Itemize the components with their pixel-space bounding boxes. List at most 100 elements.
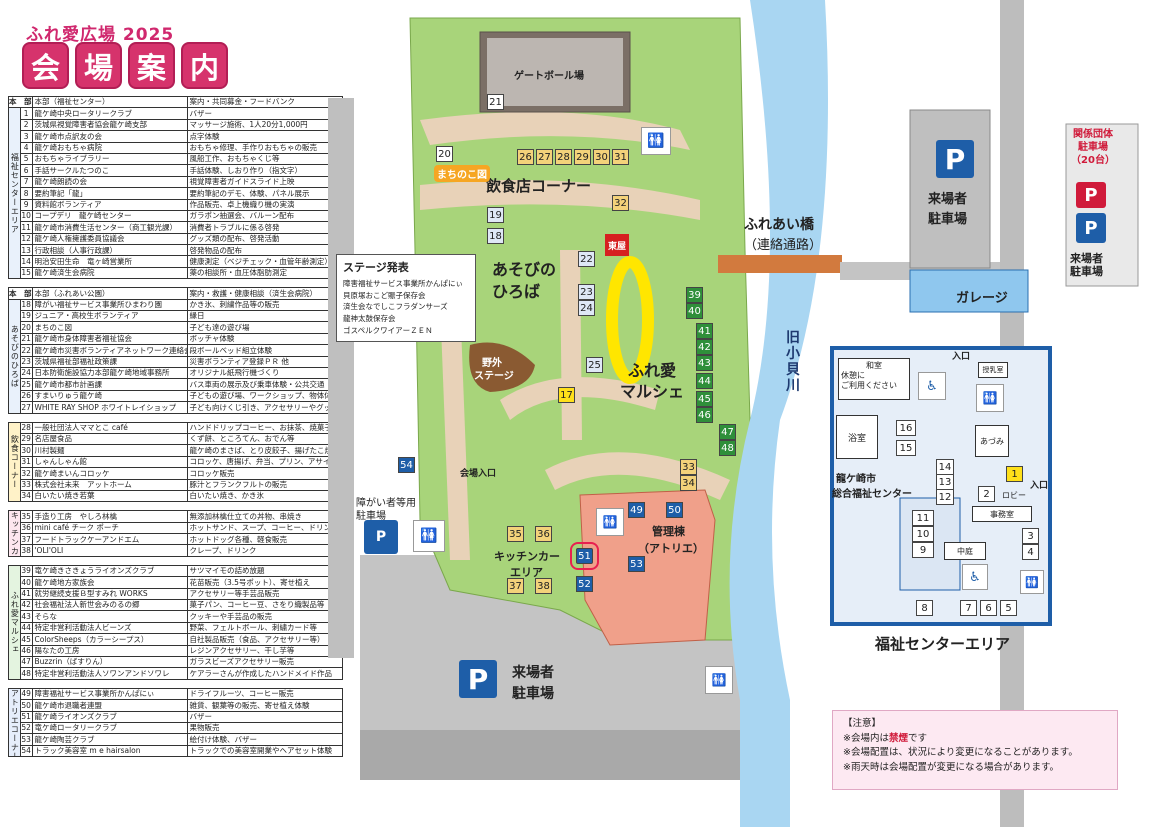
booth-description: オリジナル紙飛行機づくり [186,366,343,380]
courtyard-label: 中庭 [944,542,986,560]
booth-number: 52 [19,721,33,735]
booth-number: 9 [19,198,33,211]
booth-organization: 'OLI'OLI [31,544,188,557]
booth-organization: 手話サークルたつのこ [31,164,188,177]
bridge-sub-label: （連絡通路） [744,238,823,253]
booth-description: ホットサンド、スープ、コーヒー、ドリンク等 [186,521,343,535]
fair-title: ふれ愛広場 2025 [26,25,175,45]
booth-number: 12 [19,232,33,246]
booth-organization: 資料館ボランティア [31,198,188,211]
title-char: 場 [75,42,122,89]
area-label: ふれ愛マルシェ [8,564,21,680]
bath-room: 浴室 [836,415,878,459]
booth-organization: フードトラックケーアンドエム [31,533,188,546]
booth-number: 4 [19,141,33,154]
booth-description: 視覚障害者ガイドスライド上映 [186,175,343,189]
booth-description: 段ボールベッド組立体験 [186,344,343,357]
booth-description: 薬の相談所・血圧体脂肪測定 [186,266,343,280]
table-gap [9,279,343,288]
welfare-area-label: 福祉センターエリア [875,635,1011,653]
parking-icon: P [459,660,497,698]
booth-description: ホットドッグ各種、軽食販売 [186,533,343,546]
azumaya-label: 東屋 [605,234,629,256]
venue-map [328,0,1139,827]
river-char: 小 [786,346,800,363]
parking-icon: P [936,140,974,178]
booth-17: 17 [558,387,575,403]
notice-line: ※会場配置は、状況により変更になることがあります。 [843,747,1078,759]
wheelchair-icon: ♿ [918,372,946,400]
booth-32: 32 [612,195,629,211]
booth-39: 39 [686,287,703,303]
stage-program-item: ゴスペルクワイアーＺＥＮ [343,325,433,335]
booth-3: 3 [1022,528,1039,544]
booth-44: 44 [696,373,713,389]
stage-program-item: 済生会なでしこフラダンサーズ [343,302,448,312]
booth-organization: すまいりゅう龍ケ崎 [31,389,188,403]
booth-description: クッキーや手芸品の販売 [186,610,343,623]
walk-path [420,112,690,150]
bridge [718,255,842,273]
booth-number: 18 [19,298,33,312]
booth-organization: 明治安田生命 竜ヶ崎営業所 [31,255,188,268]
booth-organization: 龍ケ崎ライオンズクラブ [31,710,188,723]
garage [909,269,1029,313]
booth-47: 47 [719,424,736,440]
booth-20: 20 [436,146,453,162]
booth-description: 無添加林檎仕立ての丼物、串焼き [186,510,343,523]
outdoor-stage-label-2: ステージ [474,371,514,382]
booth-42: 42 [696,339,713,355]
booth-number: 35 [19,510,33,523]
booth-organization: 名店屋食品 [31,432,188,446]
booth-15: 15 [896,440,916,456]
booth-51: 51 [570,542,599,570]
accessible-parking-icon: P [364,520,398,554]
booth-number: 15 [19,266,33,280]
booth-number: 51 [19,710,33,723]
booth-number: 49 [19,687,33,701]
booth-2: 2 [978,486,995,502]
accessible-parking-label-1: 障がい者等用 [356,498,416,509]
stage-program-title: ステージ発表 [343,261,409,274]
booth-description: 手話体験、しおり作り（指文字） [186,164,343,177]
booth-organization: 龍ケ崎市点訳友の会 [31,130,188,143]
bottom-parking-label-1: 来場者 [512,665,554,681]
notice-text: です [907,732,927,744]
booth-description: 雑貨、観葉等の販売、寄せ植え体験 [186,699,343,712]
booth-description: ガラスビーズアクセサリー販売 [186,655,343,669]
booth-18: 18 [487,228,504,244]
booth-organization: 龍ケ崎済生会病院 [31,266,188,280]
booth-organization: 龍ケ崎市消費生活センター（商工観光課） [31,221,188,234]
booth-description: 菓子パン、コーヒー豆、さをり織製品等 [186,598,343,612]
booth-21: 21 [487,94,504,110]
booth-number: 21 [19,332,33,346]
booth-organization: ColorSheeps（カラーシープス） [31,633,188,646]
notice-text: ※会場内は [843,732,889,744]
group-parking-line: （20台） [1071,155,1115,166]
booth-4: 4 [1022,544,1039,560]
booth-organization: おもちゃライブラリー [31,152,188,166]
booth-number: 13 [19,244,33,257]
garage-label: ガレージ [956,291,1008,306]
area-label: キッチンカーコーナー [8,510,21,557]
booth-organization: 龍ケ崎市身体障害者福祉協会 [31,332,188,346]
restroom-icon: 🚻 [641,127,671,155]
right-parking-label-1: 来場者 [928,192,968,207]
loop-track [606,256,654,384]
